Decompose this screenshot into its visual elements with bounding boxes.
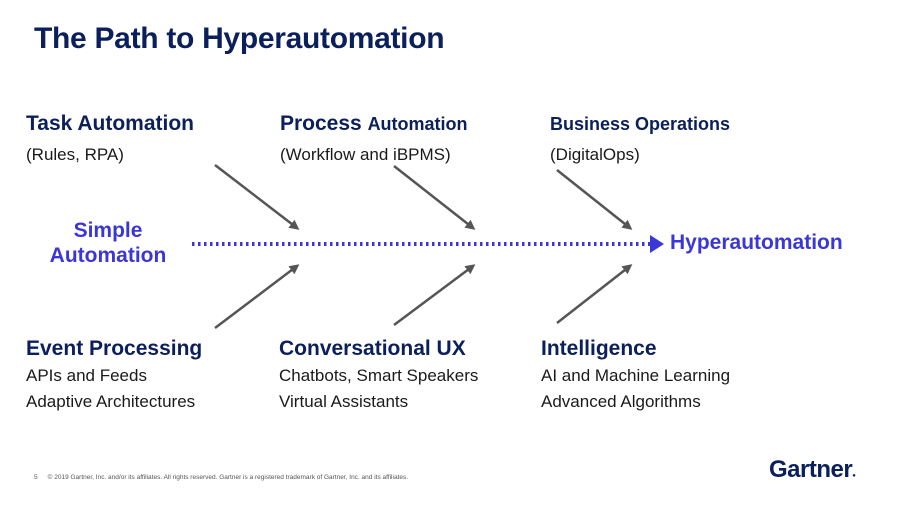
bottom-item-detail: Advanced Algorithms <box>541 392 701 411</box>
start-label: Simple Automation <box>38 218 178 268</box>
top-item-detail: (Workflow and iBPMS) <box>280 145 451 164</box>
feeder-arrow-bottom-1 <box>214 264 300 329</box>
footer: 5 © 2019 Gartner, Inc. and/or its affilia… <box>34 474 408 481</box>
bottom-item-event-processing: Event Processing APIs and Feeds Adaptive… <box>26 337 202 415</box>
feeder-arrow-top-1 <box>214 164 300 230</box>
end-label: Hyperautomation <box>670 231 843 254</box>
bottom-item-detail: Adaptive Architectures <box>26 392 196 411</box>
top-item-process-automation: Process Automation (Workflow and iBPMS) <box>280 112 468 168</box>
top-item-heading-small: Business Operations <box>550 114 731 134</box>
top-item-business-operations: Business Operations (DigitalOps) <box>550 112 730 168</box>
top-item-heading: Task Automation <box>26 112 195 135</box>
page-number: 5 <box>34 474 38 481</box>
bottom-item-detail: AI and Machine Learning <box>541 366 731 385</box>
bottom-item-detail: APIs and Feeds <box>26 366 147 385</box>
top-item-heading: Process <box>280 112 368 135</box>
logo-dot: ● <box>852 473 856 479</box>
feeder-arrow-top-2 <box>393 165 476 230</box>
bottom-item-detail: Virtual Assistants <box>279 392 409 411</box>
page-title: The Path to Hyperautomation <box>34 22 445 55</box>
bottom-item-detail: Chatbots, Smart Speakers <box>279 366 479 385</box>
bottom-item-intelligence: Intelligence AI and Machine Learning Adv… <box>541 337 730 415</box>
top-item-detail: (Rules, RPA) <box>26 145 124 164</box>
logo-text: Gartner <box>769 456 853 483</box>
copyright-text: © 2019 Gartner, Inc. and/or its affiliat… <box>47 474 409 481</box>
feeder-arrow-top-3 <box>556 169 633 230</box>
feeder-arrow-bottom-2 <box>393 264 476 327</box>
bottom-item-heading: Event Processing <box>26 337 203 360</box>
feeder-arrow-bottom-3 <box>556 264 633 324</box>
main-arrowhead-icon <box>650 235 664 253</box>
gartner-logo: Gartner● <box>769 456 856 484</box>
start-label-line: Automation <box>49 244 167 267</box>
top-item-heading-small: Automation <box>367 114 468 134</box>
top-item-task-automation: Task Automation (Rules, RPA) <box>26 112 194 168</box>
bottom-item-heading: Intelligence <box>541 337 657 360</box>
start-label-line: Simple <box>73 219 143 242</box>
bottom-item-conversational-ux: Conversational UX Chatbots, Smart Speake… <box>279 337 478 415</box>
bottom-item-heading: Conversational UX <box>279 337 466 360</box>
top-item-detail: (DigitalOps) <box>550 145 640 164</box>
